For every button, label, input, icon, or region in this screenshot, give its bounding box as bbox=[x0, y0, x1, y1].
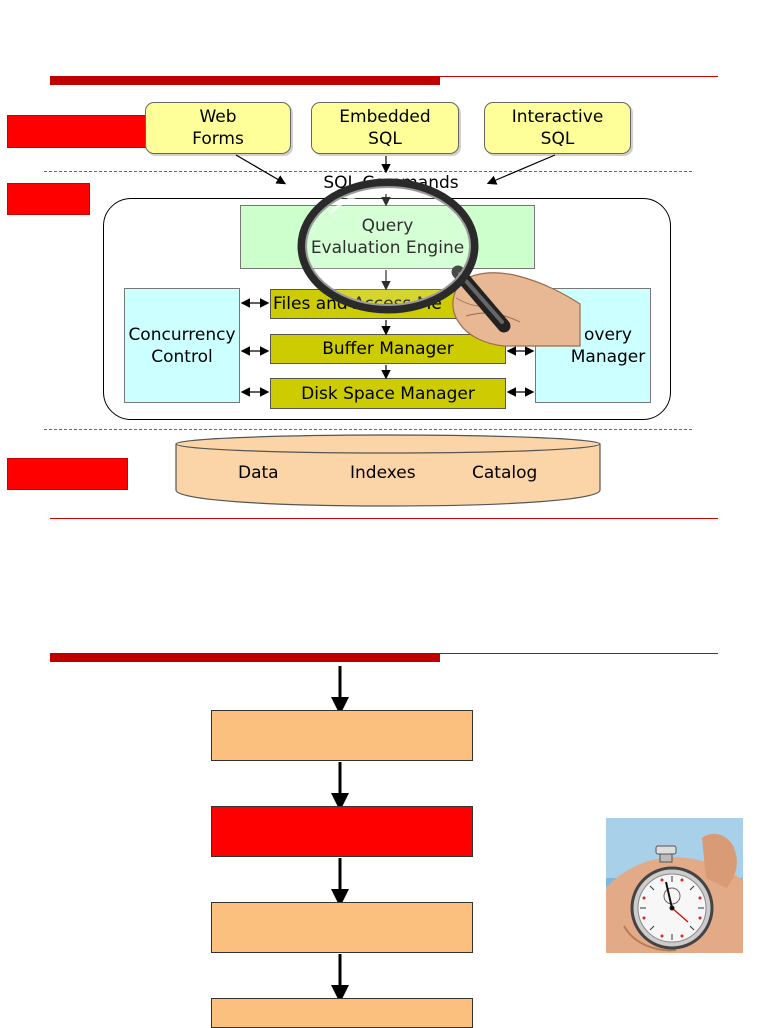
database-cylinder bbox=[175, 434, 601, 507]
flow-step-3 bbox=[211, 902, 473, 953]
stopwatch-hand-photo bbox=[606, 818, 743, 953]
database-indexes-label: Indexes bbox=[350, 463, 416, 483]
buffer-manager-box: Buffer Manager bbox=[270, 334, 506, 364]
layer-tag-applications bbox=[7, 115, 153, 148]
slide2-header-rule-thick bbox=[50, 653, 440, 662]
magnifying-glass-hand-icon bbox=[297, 178, 581, 347]
separator-dashed-bottom bbox=[44, 429, 692, 430]
slide1-bottom-rule bbox=[50, 518, 718, 519]
layer-tag-storage bbox=[7, 458, 128, 490]
concurrency-control-box: Concurrency Control bbox=[124, 288, 240, 403]
query-evaluation-engine-box: Query Evaluation Engine bbox=[240, 205, 535, 269]
arrow-interactive-sql bbox=[486, 154, 556, 185]
flow-step-1 bbox=[211, 710, 473, 761]
header-rule-thick bbox=[50, 76, 440, 85]
arrow-web-forms bbox=[235, 154, 287, 185]
disk-space-manager-box: Disk Space Manager bbox=[270, 378, 506, 409]
embedded-sql-box: Embedded SQL bbox=[311, 102, 459, 154]
flow-step-4 bbox=[211, 998, 473, 1028]
database-data-label: Data bbox=[238, 463, 279, 483]
header-rule-thin bbox=[440, 76, 718, 77]
separator-dashed-top bbox=[44, 171, 692, 172]
layer-tag-dbms bbox=[7, 183, 90, 215]
flow-arrows bbox=[331, 666, 349, 1003]
database-catalog-label: Catalog bbox=[472, 463, 538, 483]
slide2-header-rule-thin bbox=[440, 653, 718, 654]
interactive-sql-box: Interactive SQL bbox=[484, 102, 631, 154]
flow-step-2-highlighted bbox=[211, 806, 473, 857]
recovery-manager-box: overy Manager bbox=[535, 288, 651, 403]
web-forms-box: Web Forms bbox=[145, 102, 291, 154]
